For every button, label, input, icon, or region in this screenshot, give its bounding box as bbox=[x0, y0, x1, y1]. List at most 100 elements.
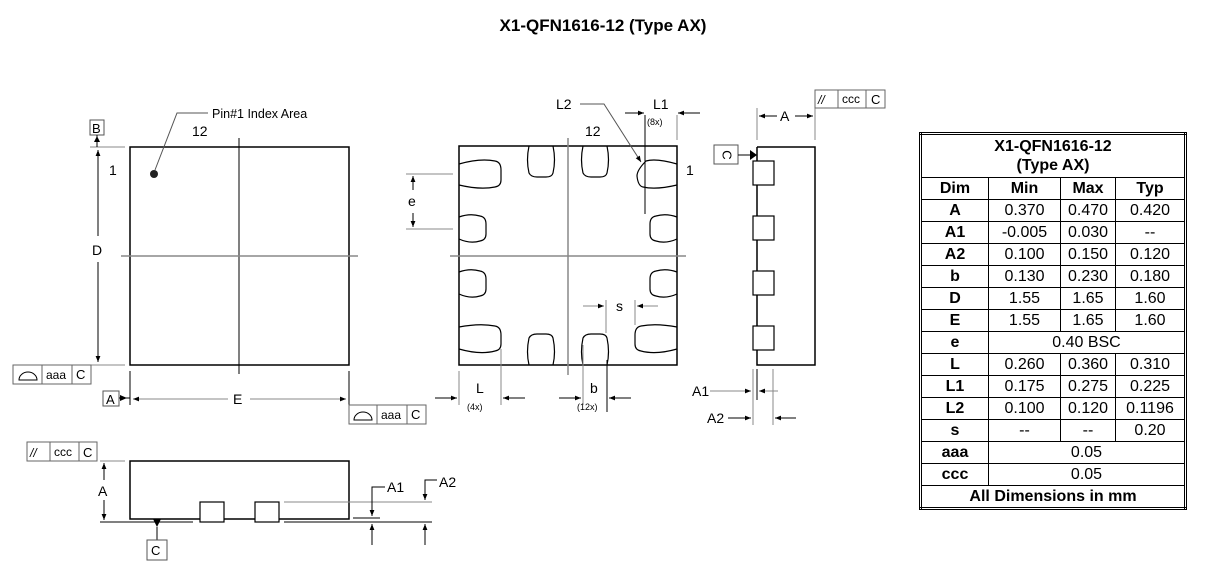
pin1-label-bottom: 1 bbox=[686, 162, 694, 178]
fcf-tolerance: aaa bbox=[46, 368, 66, 382]
side-pad bbox=[752, 325, 775, 351]
side-view-bottom: A C A1 A2 // ccc C bbox=[26, 441, 456, 561]
cell-dim: L bbox=[920, 353, 989, 376]
pad bbox=[580, 333, 610, 366]
dim-l1-count: (8x) bbox=[647, 117, 663, 127]
cell-typ: -- bbox=[1115, 221, 1186, 244]
side-view-right: A // ccc C C A1 A2 bbox=[692, 89, 886, 426]
top-view: Pin#1 Index Area 12 1 D B E A aaa bbox=[12, 107, 427, 425]
cell-min: 0.260 bbox=[988, 353, 1061, 376]
fcf-parallelism-right: // ccc C bbox=[814, 89, 886, 109]
cell-min: 1.55 bbox=[988, 287, 1061, 310]
bottom-view: L2 L1 (8x) 12 1 e s L (4x) b bbox=[406, 96, 700, 412]
table-header-row: Dim Min Max Typ bbox=[920, 177, 1186, 200]
fcf-datum: C bbox=[411, 407, 420, 422]
cell-dim: L2 bbox=[920, 397, 989, 420]
table-title: X1-QFN1616-12(Type AX) bbox=[920, 133, 1186, 178]
datum-a-label: A bbox=[106, 392, 115, 407]
cell-min: 0.130 bbox=[988, 265, 1061, 288]
dim-a-label-bottom: A bbox=[98, 483, 108, 499]
cell-typ: 0.310 bbox=[1115, 353, 1186, 376]
drawing-title: X1-QFN1616-12 (Type AX) bbox=[499, 16, 707, 35]
cell-typ: 1.60 bbox=[1115, 287, 1186, 310]
pad bbox=[458, 159, 502, 189]
cell-typ: 0.180 bbox=[1115, 265, 1186, 288]
cell-dim: E bbox=[920, 309, 989, 332]
pin1-leader bbox=[154, 112, 208, 171]
dim-l-count: (4x) bbox=[467, 402, 483, 412]
dim-b-count: (12x) bbox=[577, 402, 598, 412]
table-footer: All Dimensions in mm bbox=[920, 485, 1186, 509]
fcf-datum: C bbox=[76, 367, 85, 382]
cell-typ: 0.120 bbox=[1115, 243, 1186, 266]
cell-dim: e bbox=[920, 331, 989, 354]
cell-max: 0.360 bbox=[1060, 353, 1116, 376]
cell-min: -0.005 bbox=[988, 221, 1061, 244]
cell-max: 0.470 bbox=[1060, 199, 1116, 222]
fcf-tolerance: ccc bbox=[842, 92, 860, 106]
cell-dim: D bbox=[920, 287, 989, 310]
cell-typ: 0.420 bbox=[1115, 199, 1186, 222]
cell-min: 0.370 bbox=[988, 199, 1061, 222]
side-pad bbox=[752, 215, 775, 241]
dim-a1-label-right: A1 bbox=[692, 383, 709, 399]
fcf-profile-left: aaa C bbox=[12, 364, 92, 385]
side-outline-bottom bbox=[129, 460, 350, 520]
cell-min: 0.100 bbox=[988, 397, 1061, 420]
pad bbox=[458, 324, 502, 354]
pin12-label-bottom: 12 bbox=[585, 123, 601, 139]
pad-group bbox=[458, 145, 678, 366]
header-dim: Dim bbox=[920, 177, 989, 200]
cell-min: -- bbox=[988, 419, 1061, 442]
dim-b-label: b bbox=[590, 380, 598, 396]
cell-max: 0.275 bbox=[1060, 375, 1116, 398]
pad bbox=[458, 214, 487, 243]
pad bbox=[649, 214, 678, 243]
pin1-index-label: Pin#1 Index Area bbox=[212, 107, 307, 121]
cell-dim: A2 bbox=[920, 243, 989, 266]
datum-c-label-right: C bbox=[720, 150, 735, 159]
dim-d-label: D bbox=[92, 242, 102, 258]
pad bbox=[634, 324, 678, 354]
fcf-tolerance: aaa bbox=[381, 408, 401, 422]
dimension-table: X1-QFN1616-12(Type AX) Dim Min Max Typ A… bbox=[919, 132, 1187, 510]
fcf-datum: C bbox=[83, 445, 92, 460]
cell-min: 0.100 bbox=[988, 243, 1061, 266]
side-pad bbox=[752, 270, 775, 296]
cell-typ: 0.1196 bbox=[1115, 397, 1186, 420]
datum-b-label: B bbox=[92, 121, 101, 136]
cell-max: 0.120 bbox=[1060, 397, 1116, 420]
cell-min: 0.175 bbox=[988, 375, 1061, 398]
cell-dim: L1 bbox=[920, 375, 989, 398]
cell-min: 1.55 bbox=[988, 309, 1061, 332]
side-pad bbox=[254, 501, 280, 523]
side-pad-group-right bbox=[752, 160, 775, 351]
cell-dim: A bbox=[920, 199, 989, 222]
cell-dim: A1 bbox=[920, 221, 989, 244]
cell-max: 0.230 bbox=[1060, 265, 1116, 288]
dim-a1-label-bottom: A1 bbox=[387, 479, 404, 495]
side-pad bbox=[199, 501, 225, 523]
cell-typ: 0.20 bbox=[1115, 419, 1186, 442]
cell-span: 0.40 BSC bbox=[988, 331, 1186, 354]
cell-typ: 1.60 bbox=[1115, 309, 1186, 332]
cell-dim: ccc bbox=[920, 463, 989, 486]
cell-max: -- bbox=[1060, 419, 1116, 442]
datum-c-label-bottom: C bbox=[151, 543, 160, 558]
profile-surface-icon bbox=[18, 371, 38, 381]
cell-span: 0.05 bbox=[988, 463, 1186, 486]
fcf-parallelism-bottom: // ccc C bbox=[26, 441, 98, 462]
dim-l-label: L bbox=[476, 380, 484, 396]
pad bbox=[636, 159, 678, 189]
